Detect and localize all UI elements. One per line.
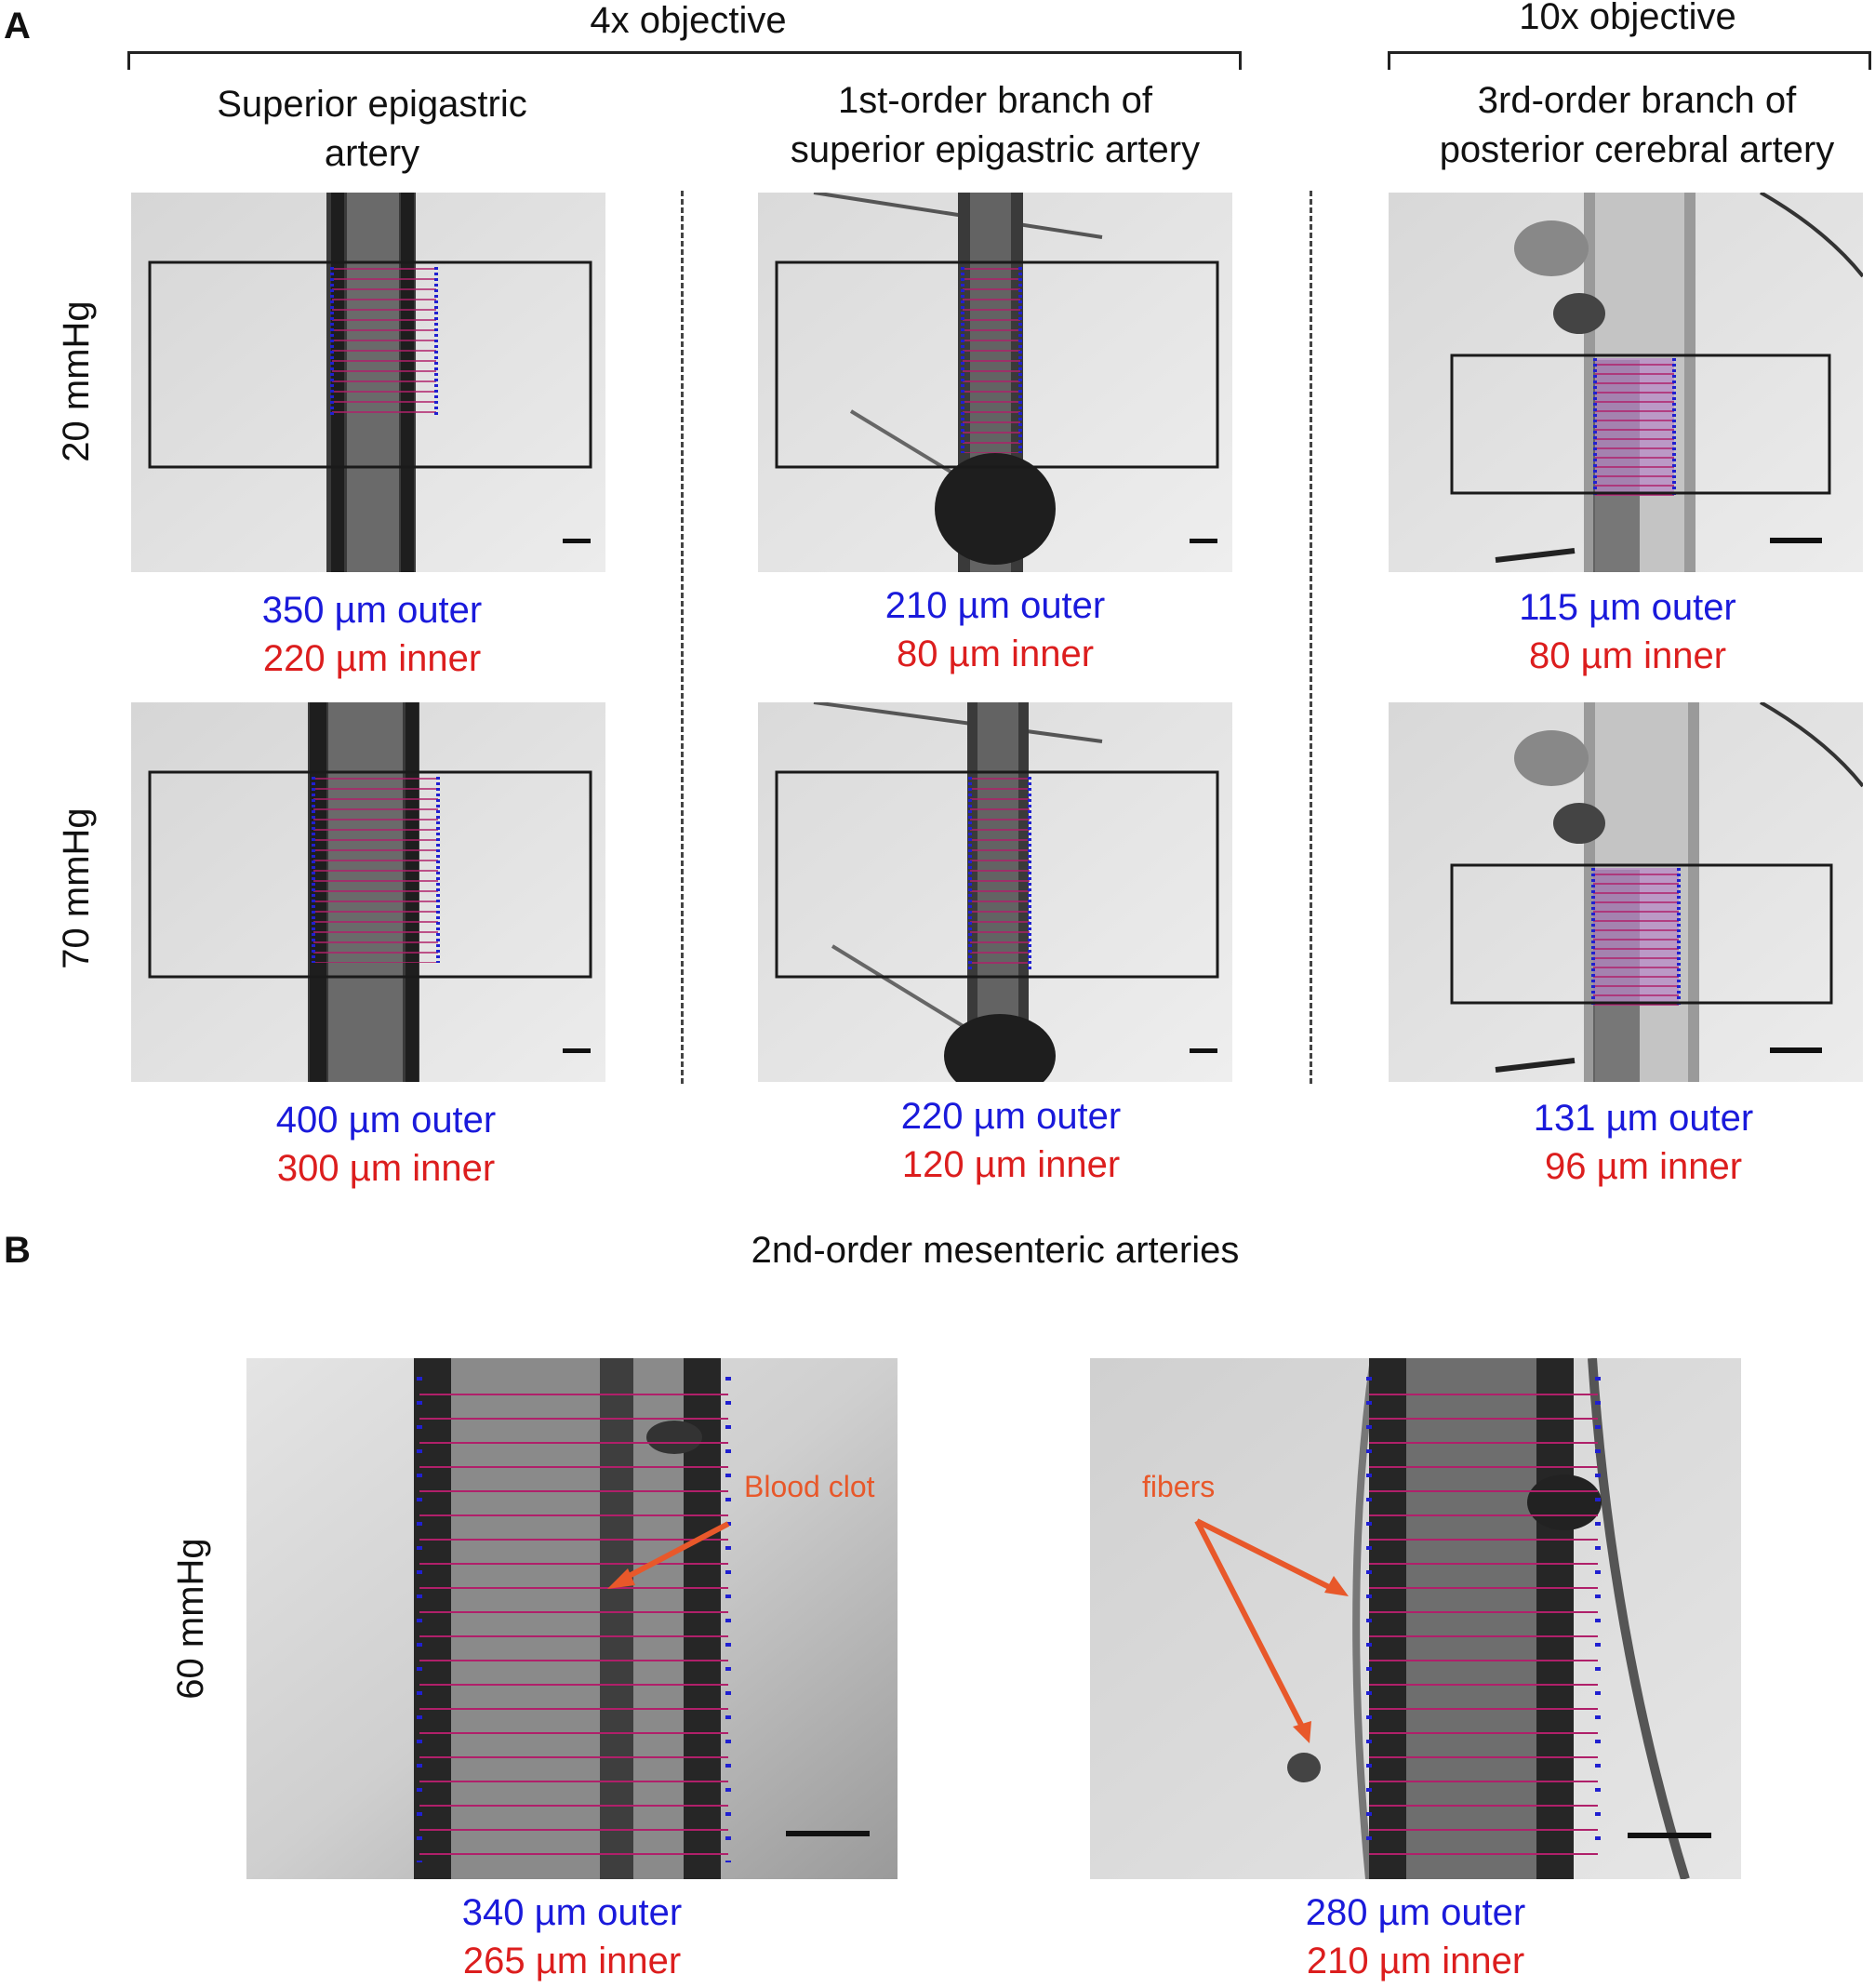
column-divider bbox=[681, 191, 684, 1084]
outer-diameter: 210 µm outer bbox=[884, 585, 1106, 626]
column-title-line: superior epigastric artery bbox=[790, 129, 1201, 170]
bracket-4x bbox=[127, 51, 1242, 70]
outer-diameter: 115 µm outer bbox=[1519, 587, 1736, 628]
measurement-3rd-order-branch-20mmhg: 115 µm outer 80 µm inner bbox=[1386, 583, 1869, 680]
column-title-line: Superior epigastric bbox=[217, 84, 527, 125]
inner-diameter: 96 µm inner bbox=[1544, 1146, 1743, 1187]
inner-diameter: 210 µm inner bbox=[1306, 1941, 1525, 1981]
inner-diameter: 80 µm inner bbox=[1528, 635, 1727, 676]
column-title-line: posterior cerebral artery bbox=[1439, 129, 1835, 170]
micrograph-1st-order-branch-20mmhg bbox=[758, 193, 1232, 572]
annotation-blood-clot: Blood clot bbox=[744, 1470, 875, 1503]
inner-diameter: 300 µm inner bbox=[276, 1148, 496, 1189]
outer-diameter: 350 µm outer bbox=[261, 590, 483, 631]
bracket-10x bbox=[1388, 51, 1871, 70]
outer-diameter: 131 µm outer bbox=[1533, 1098, 1754, 1139]
annotation-fibers: fibers bbox=[1142, 1470, 1216, 1503]
row-label-70-mmhg: 70 mmHg bbox=[56, 807, 97, 969]
panel-a-letter: A bbox=[4, 6, 31, 47]
measurement-3rd-order-branch-70mmhg: 131 µm outer 96 µm inner bbox=[1402, 1094, 1875, 1191]
inner-diameter: 220 µm inner bbox=[262, 638, 482, 679]
outer-diameter: 280 µm outer bbox=[1305, 1892, 1526, 1933]
measurement-1st-order-branch-70mmhg: 220 µm outer 120 µm inner bbox=[769, 1092, 1253, 1189]
row-label-20-mmhg: 20 mmHg bbox=[56, 300, 97, 462]
measurement-superior-epigastric-70mmhg: 400 µm outer 300 µm inner bbox=[144, 1096, 628, 1193]
measurement-1st-order-branch-20mmhg: 210 µm outer 80 µm inner bbox=[753, 581, 1237, 678]
panel-b-letter: B bbox=[4, 1230, 31, 1271]
inner-diameter: 120 µm inner bbox=[901, 1144, 1121, 1185]
outer-diameter: 220 µm outer bbox=[900, 1096, 1122, 1137]
outer-diameter: 400 µm outer bbox=[275, 1100, 497, 1141]
column-title-superior-epigastric: Superior epigastric artery bbox=[130, 80, 614, 179]
inner-diameter: 265 µm inner bbox=[462, 1941, 682, 1981]
micrograph-mesenteric-right bbox=[1090, 1358, 1741, 1879]
column-title-3rd-order-branch: 3rd-order branch of posterior cerebral a… bbox=[1386, 76, 1875, 175]
column-title-line: 1st-order branch of bbox=[838, 80, 1152, 121]
group-title-10x: 10x objective bbox=[1519, 0, 1736, 37]
outer-diameter: 340 µm outer bbox=[461, 1892, 683, 1933]
column-title-line: artery bbox=[324, 133, 420, 174]
micrograph-mesenteric-left bbox=[246, 1358, 898, 1879]
inner-diameter: 80 µm inner bbox=[896, 634, 1095, 674]
column-title-line: 3rd-order branch of bbox=[1477, 80, 1797, 121]
micrograph-1st-order-branch-70mmhg bbox=[758, 702, 1232, 1082]
measurement-superior-epigastric-20mmhg: 350 µm outer 220 µm inner bbox=[130, 586, 614, 683]
column-divider bbox=[1310, 191, 1312, 1084]
panel-b-title: 2nd-order mesenteric arteries bbox=[751, 1230, 1240, 1271]
micrograph-superior-epigastric-70mmhg bbox=[131, 702, 605, 1082]
measurement-mesenteric-right: 280 µm outer 210 µm inner bbox=[1174, 1888, 1657, 1985]
group-title-4x: 4x objective bbox=[590, 0, 787, 41]
micrograph-3rd-order-branch-20mmhg bbox=[1389, 193, 1863, 572]
micrograph-3rd-order-branch-70mmhg bbox=[1389, 702, 1863, 1082]
row-label-60-mmhg: 60 mmHg bbox=[170, 1538, 211, 1700]
measurement-mesenteric-left: 340 µm outer 265 µm inner bbox=[330, 1888, 814, 1985]
column-title-1st-order-branch: 1st-order branch of superior epigastric … bbox=[744, 76, 1246, 175]
micrograph-superior-epigastric-20mmhg bbox=[131, 193, 605, 572]
